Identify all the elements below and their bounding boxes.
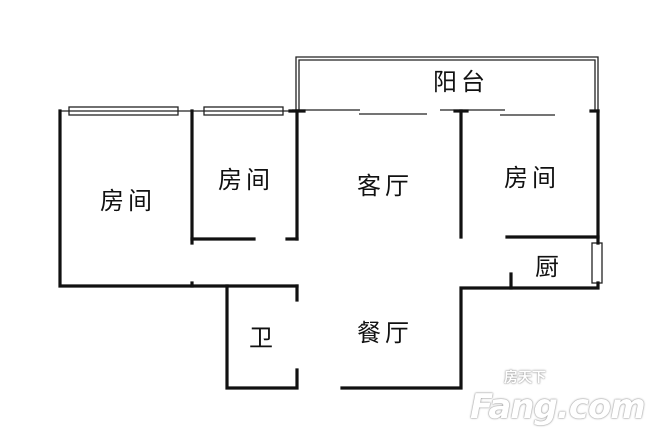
room-label-living-room: 客厅: [357, 172, 413, 200]
room-label-bedroom-right: 房间: [504, 164, 560, 192]
window: [591, 242, 603, 284]
room-label-bedroom-middle: 房间: [218, 166, 274, 194]
sliding-doors: [292, 109, 555, 116]
room-label-bathroom: 卫: [249, 324, 277, 352]
fang-watermark-logo: 房天下 Fang.com: [470, 370, 660, 442]
room-label-balcony: 阳台: [433, 68, 489, 96]
watermark-english: Fang.com: [470, 387, 646, 427]
balcony-outline: [295, 56, 599, 111]
walls: [58, 109, 600, 390]
room-label-dining-room: 餐厅: [357, 319, 413, 347]
room-label-bedroom-left: 房间: [100, 187, 156, 215]
room-label-kitchen: 厨: [535, 253, 563, 281]
watermark-chinese: 房天下: [504, 370, 546, 386]
